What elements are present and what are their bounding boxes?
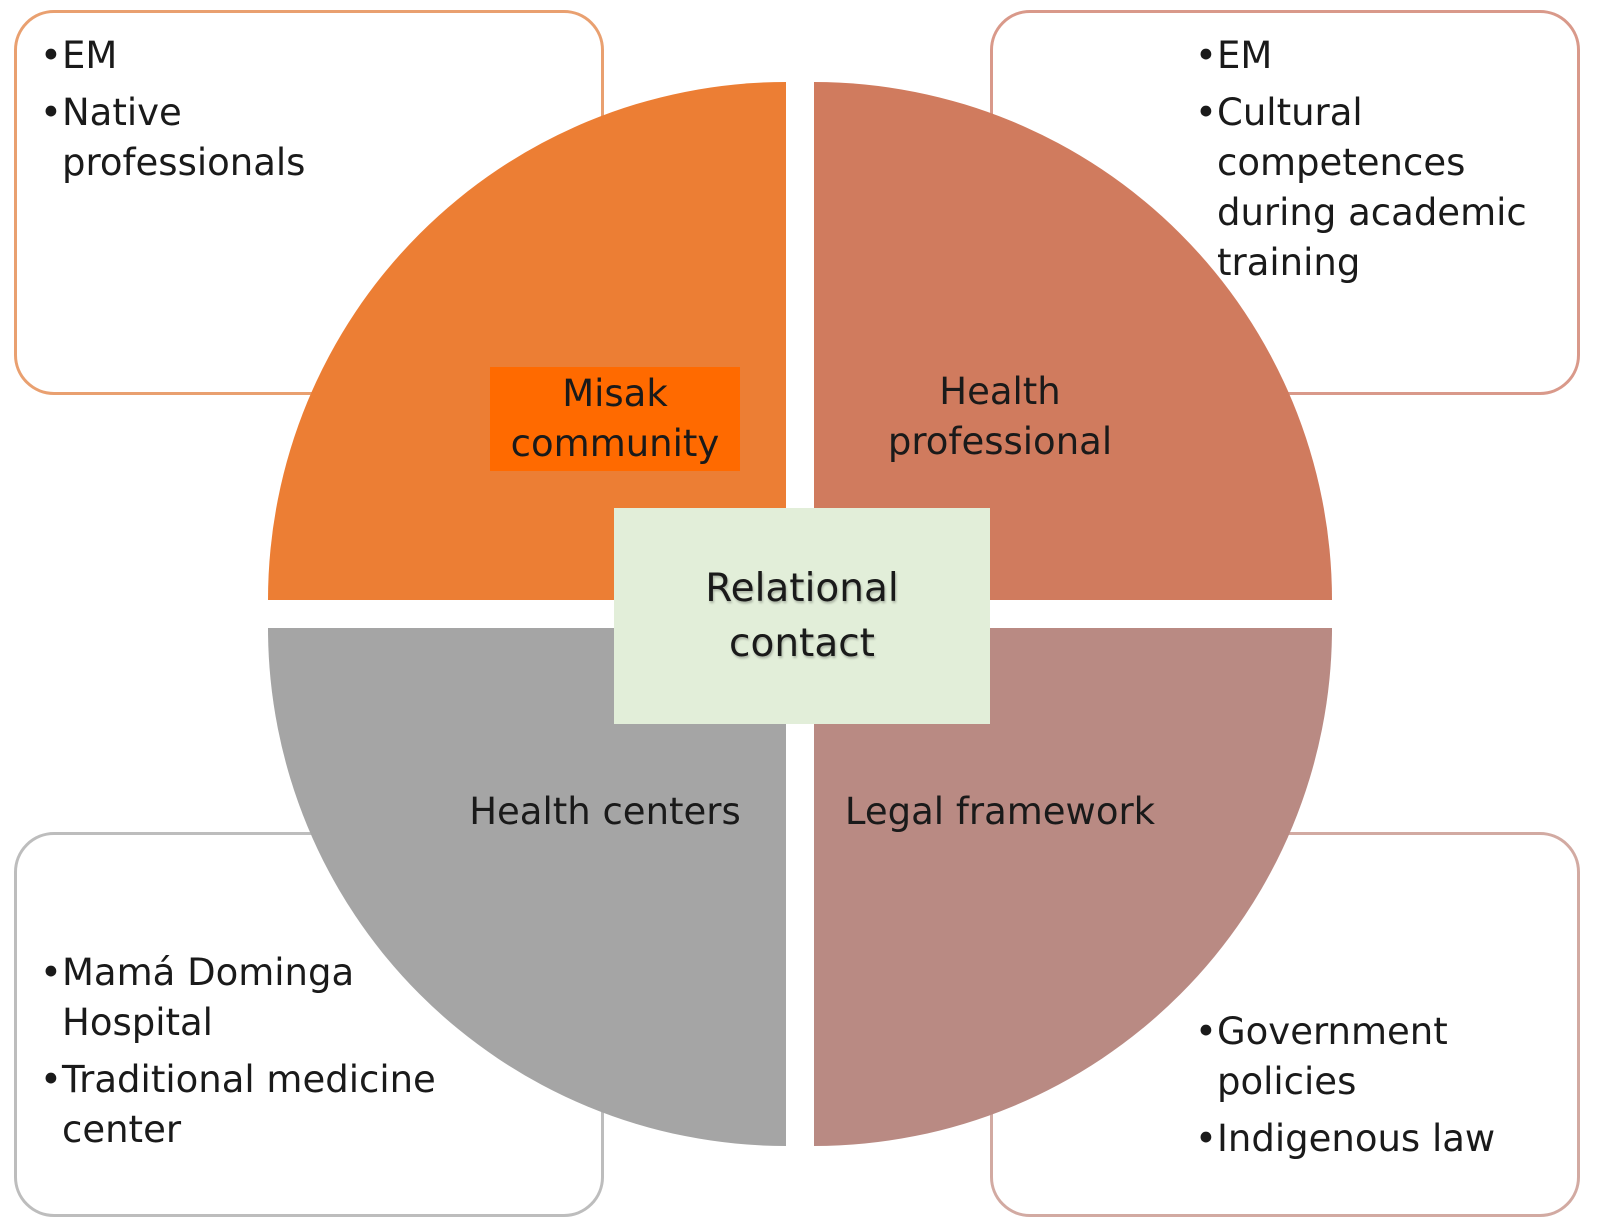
list-item: Government policies <box>1195 1007 1565 1107</box>
label-line: Health <box>939 370 1061 413</box>
label-legal-framework: Legal framework <box>844 790 1156 833</box>
quadrant-health-centers <box>268 628 786 1146</box>
list-bottom-left: Mamá Dominga Hospital Traditional medici… <box>40 948 480 1162</box>
list-top-right: EM Cultural competences during academic … <box>1195 31 1565 295</box>
label-line: community <box>510 422 720 465</box>
list-item: Native professionals <box>40 88 400 188</box>
list-top-left: EM Native professionals <box>40 31 400 195</box>
list-item: Mamá Dominga Hospital <box>40 948 480 1048</box>
list-item: EM <box>40 31 400 81</box>
center-line: contact <box>729 621 875 666</box>
list-item: EM <box>1195 31 1565 81</box>
list-item: Indigenous law <box>1195 1114 1565 1164</box>
center-line: Relational <box>705 566 899 611</box>
list-item: Cultural competences during academic tra… <box>1195 88 1565 288</box>
quadrant-health-professional <box>814 82 1332 600</box>
center-relational-contact: Relational contact <box>614 508 990 724</box>
label-line: Misak <box>562 372 668 415</box>
label-line: professional <box>887 420 1113 463</box>
label-health-centers: Health centers <box>469 790 741 833</box>
list-item: Traditional medicine center <box>40 1055 480 1155</box>
list-bottom-right: Government policies Indigenous law <box>1195 1007 1565 1171</box>
label-misak-community: Misak community <box>490 367 740 471</box>
label-health-professional: Health professional <box>860 367 1140 467</box>
quadrant-legal-framework <box>814 628 1332 1146</box>
